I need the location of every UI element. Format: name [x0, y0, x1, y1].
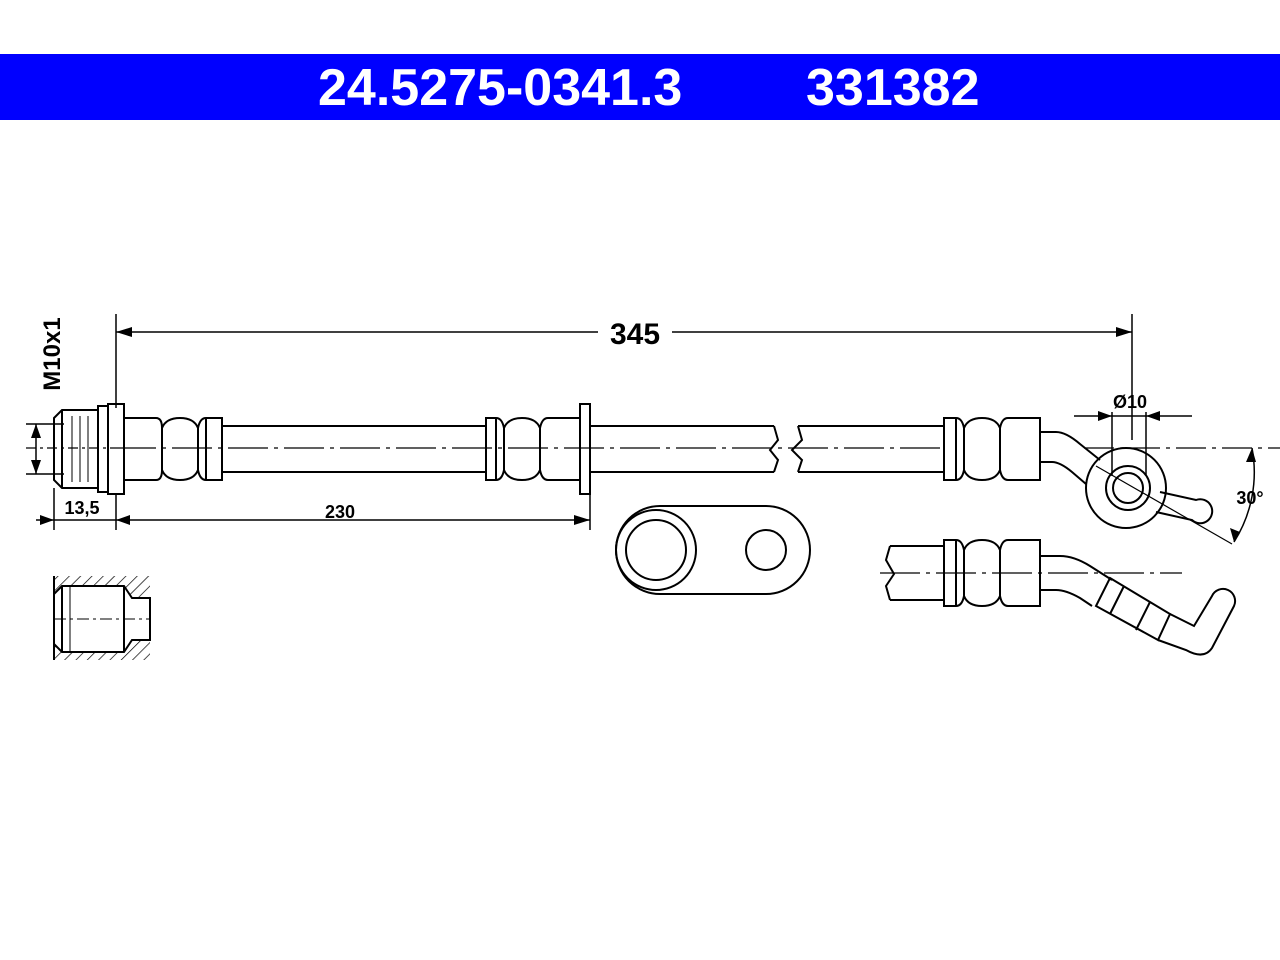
overall-length-dimension [115, 314, 1133, 440]
part-number: 24.5275-0341.3 [318, 59, 683, 117]
bend-angle-label: 30° [1236, 488, 1263, 508]
thread-dimension [26, 423, 64, 475]
fitting-length-label: 13,5 [64, 498, 99, 518]
bottom-dimensions [36, 488, 591, 530]
alternate-end-view [880, 538, 1237, 656]
overall-length-label: 345 [610, 318, 660, 351]
banjo-diameter-dimension [1074, 411, 1192, 476]
banjo-diameter-label: Ø10 [1113, 392, 1147, 412]
dimension-labels: 345 M10x1 13,5 230 Ø10 30° [39, 316, 1264, 522]
title-bar: 24.5275-0341.3 331382 [0, 54, 1280, 120]
middle-sleeve [485, 403, 591, 495]
reference-number: 331382 [806, 59, 980, 117]
bracket-plate [615, 505, 811, 595]
banjo-end-fitting [26, 416, 1280, 545]
threaded-end-fitting [53, 403, 223, 495]
fitting-section-view [53, 576, 151, 660]
hose-segment [222, 425, 486, 473]
hose-segment-break [590, 425, 944, 473]
bracket-distance-label: 230 [325, 502, 355, 522]
angle-dimension [1230, 447, 1256, 543]
thread-label: M10x1 [39, 317, 66, 390]
